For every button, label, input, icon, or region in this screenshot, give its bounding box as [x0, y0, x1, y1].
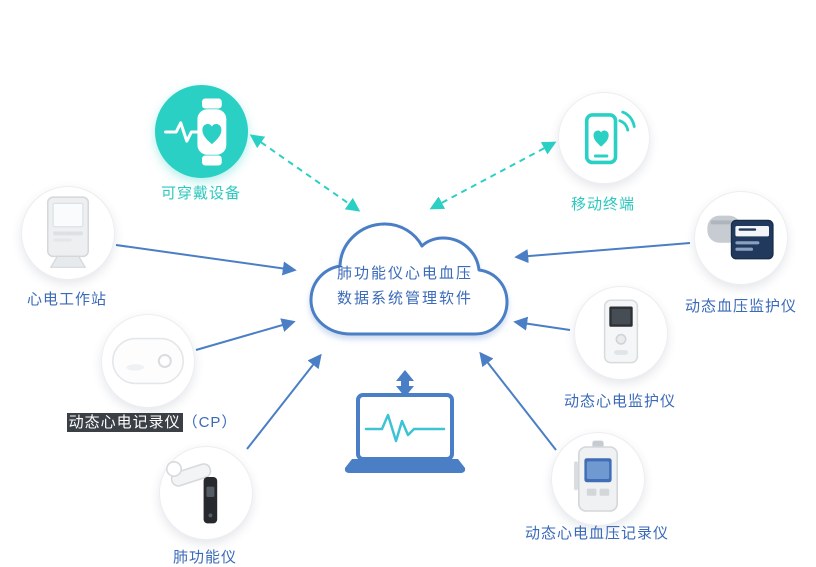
- node-ecg-bp-recorder: [551, 432, 645, 526]
- cloud-title-line2: 数据系统管理软件: [336, 290, 473, 307]
- cloud-shape: [309, 222, 509, 336]
- node-ecg-recorder: [101, 314, 195, 408]
- arrow-recorder-cloud: [195, 318, 296, 351]
- ecg-recorder-label-highlighted: 动态心电记录仪: [66, 413, 183, 432]
- node-bp-monitor: [694, 191, 788, 285]
- ecg-bp-recorder-device-icon: [574, 440, 618, 512]
- node-spirometer-label: 肺功能仪: [172, 549, 237, 566]
- smartwatch-heart-icon: [163, 98, 226, 165]
- ecg-workstation-device-icon: [46, 196, 90, 268]
- arrow-ecgmonitor-cloud: [513, 316, 571, 331]
- node-ecg-bp-recorder-label: 动态心电血压记录仪: [524, 525, 669, 542]
- spirometer-device-icon: [166, 461, 218, 524]
- node-mobile: [558, 92, 650, 184]
- node-ecg-workstation: [21, 186, 115, 280]
- node-ecg-recorder-label: 动态心电记录仪（CP）: [52, 411, 252, 432]
- node-bp-monitor-label: 动态血压监护仪: [684, 298, 797, 315]
- arrow-workstation-cloud: [115, 244, 297, 276]
- holter-recorder-device-icon: [112, 337, 184, 385]
- node-ecg-workstation-label: 心电工作站: [26, 291, 107, 308]
- node-spirometer: [159, 446, 253, 540]
- smartphone-heart-signal-icon: [584, 110, 636, 165]
- laptop-ecg-waveform-icon: [344, 393, 466, 473]
- node-wearable: [155, 85, 248, 178]
- bp-monitor-device-icon: [707, 215, 774, 260]
- node-ecg-monitor-label: 动态心电监护仪: [563, 393, 676, 410]
- node-mobile-label: 移动终端: [570, 196, 635, 213]
- cloud-title-line1: 肺功能仪心电血压: [336, 265, 473, 282]
- node-wearable-label: 可穿戴设备: [160, 185, 241, 202]
- node-ecg-monitor: [574, 286, 668, 380]
- cloud-node: 肺功能仪心电血压 数据系统管理软件: [293, 200, 517, 372]
- ecg-monitor-device-icon: [603, 299, 639, 364]
- laptop-node: [344, 393, 466, 475]
- ecg-recorder-label-suffix: （CP）: [182, 414, 238, 431]
- arrow-bpmonitor-cloud: [514, 242, 691, 264]
